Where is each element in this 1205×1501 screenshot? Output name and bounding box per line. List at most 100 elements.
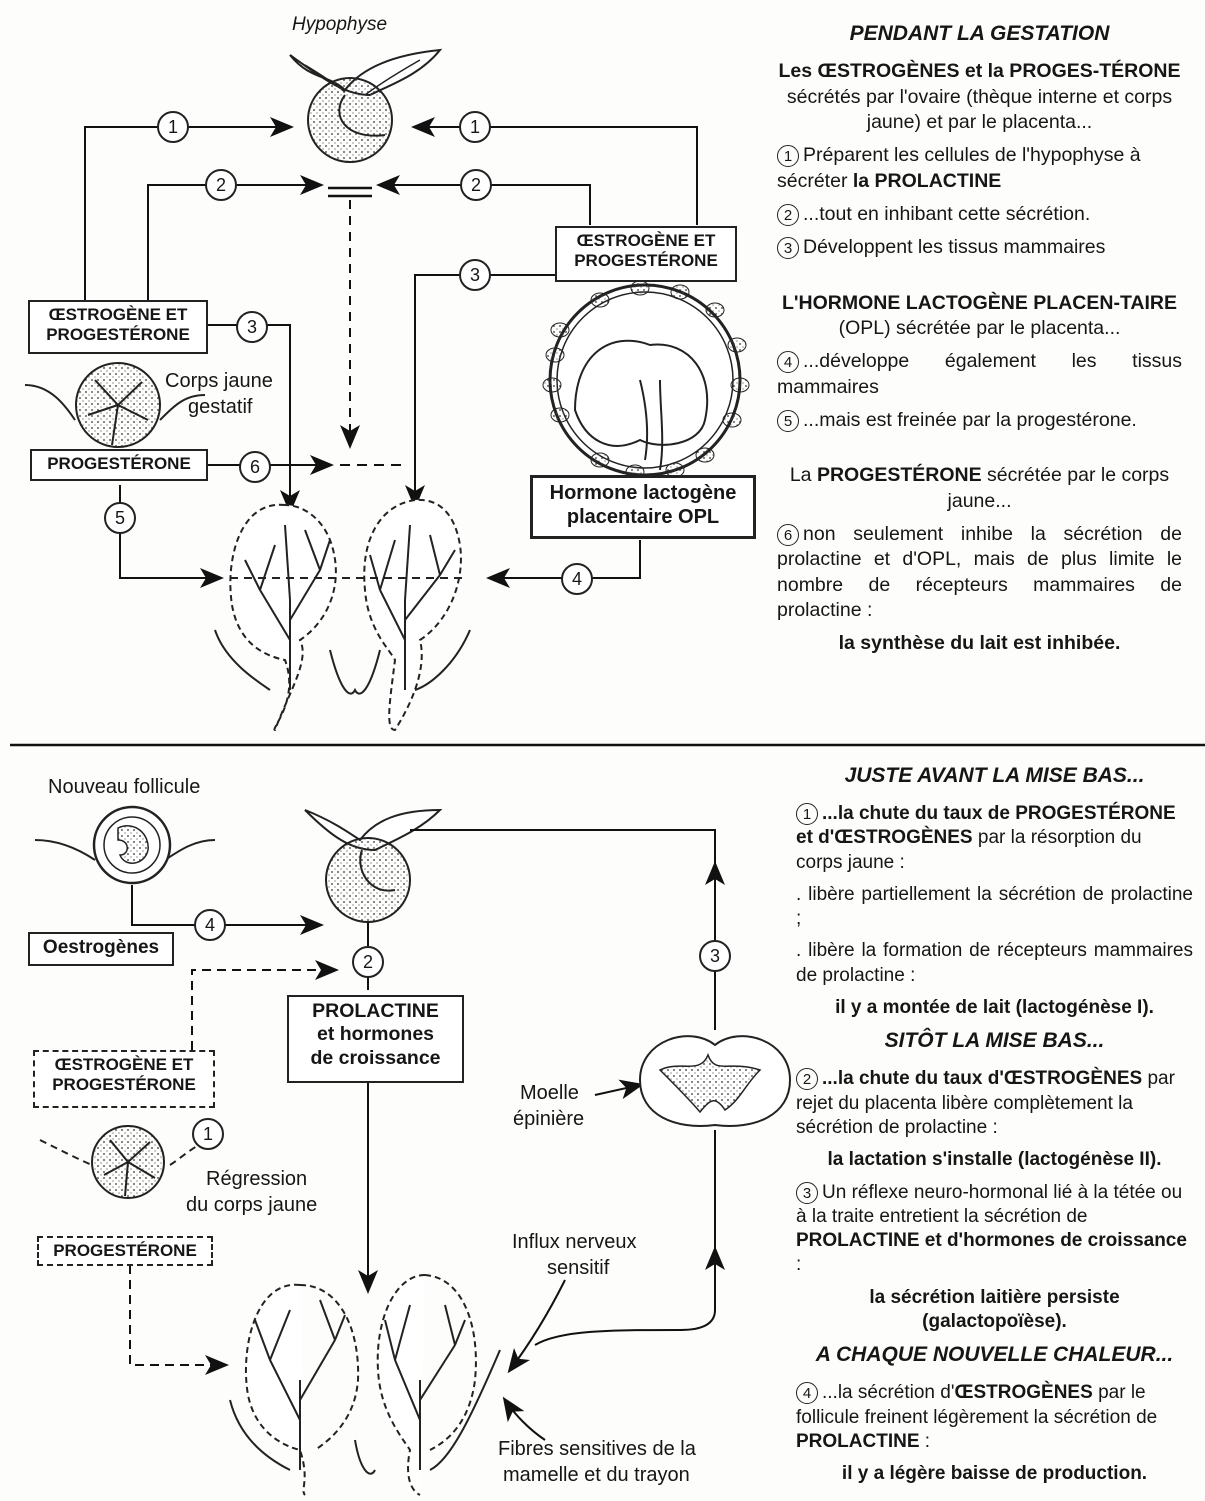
mammary-glands-bottom — [229, 1274, 501, 1496]
para-b4: 2...la chute du taux d'ŒSTROGÈNES par re… — [796, 1067, 1193, 1140]
text: sécrétée par le corps jaune... — [947, 464, 1170, 512]
circle-2-bottom: 2 — [352, 946, 384, 978]
text: : — [919, 1430, 931, 1452]
moelle-label-2: épinière — [513, 1108, 585, 1130]
circle-4-bottom: 4 — [194, 909, 226, 941]
circle-4: 4 — [561, 563, 593, 595]
circle-1-right: 1 — [459, 111, 491, 143]
heading-sitot-mise-bas: SITÔT LA MISE BAS... — [884, 1029, 1105, 1053]
text-bold: ...la chute du taux d'ŒSTROGÈNES — [822, 1068, 1143, 1090]
num-circle: 5 — [777, 410, 799, 433]
regression-corps-jaune — [39, 1125, 211, 1199]
circle-1-left: 1 — [157, 111, 189, 143]
corps-jaune-label-2: gestatif — [188, 396, 253, 418]
nouveau-follicule — [34, 805, 216, 885]
text-bold: la PROLACTINE — [852, 169, 1002, 192]
text: Un réflexe neuro-hormonal lié à la tétée… — [796, 1181, 1183, 1227]
num-circle: 1 — [777, 145, 799, 168]
circle-5: 5 — [104, 502, 136, 534]
oestrogene-progesterone-box-right: ŒSTROGÈNE ET PROGESTÉRONE — [555, 226, 737, 282]
heading-nouvelle-chaleur: A CHAQUE NOUVELLE CHALEUR... — [815, 1343, 1174, 1367]
text-bold: ŒSTROGÈNES — [954, 1382, 1093, 1404]
para-5: 5...mais est freinée par la progestérone… — [777, 408, 1182, 433]
para-b1: 1...la chute du taux de PROGESTÉRONE et … — [796, 802, 1193, 875]
text: par la résorption du corps jaune : — [796, 827, 1142, 873]
para-progesterone: La PROGESTÉRONE sécrétée par le corps ja… — [777, 463, 1182, 514]
circle-3-bottom: 3 — [699, 940, 731, 972]
text: : — [796, 1254, 802, 1276]
text-bold: ...la chute du taux de PROGESTÉRONE et d… — [796, 802, 1176, 849]
num-circle: 1 — [796, 802, 818, 825]
text: par rejet du placenta libère complètemen… — [796, 1068, 1175, 1138]
text: ...développe également les tissus mammai… — [777, 350, 1182, 398]
circle-1-bottom: 1 — [192, 1118, 224, 1150]
num-circle: 6 — [777, 524, 799, 547]
text: non seulement inhibe la sécrétion de pro… — [777, 523, 1182, 622]
para-4: 4...développe également les tissus mamma… — [777, 349, 1182, 400]
text: par le follicule freinent légèrement la … — [796, 1382, 1158, 1428]
hypophyse-bottom — [304, 808, 443, 923]
panel-gestation: PENDANT LA GESTATION Les ŒSTROGÈNES et l… — [777, 20, 1182, 665]
conclusion-top: la synthèse du lait est inhibée. — [838, 632, 1121, 655]
circle-2-right: 2 — [460, 169, 492, 201]
corps-jaune-label-1: Corps jaune — [165, 370, 273, 392]
box-line-3: de croissance — [310, 1046, 441, 1069]
box-line-1: PROLACTINE — [312, 1000, 439, 1022]
hypophyse-top — [289, 48, 443, 163]
text-bold: PROGESTÉRONE — [816, 464, 982, 487]
para-b6: 4...la sécrétion d'ŒSTROGÈNES par le fol… — [796, 1381, 1193, 1454]
text-bold: PROLACTINE — [796, 1430, 920, 1452]
para-b2: . libère partiellement la sécrétion de p… — [796, 883, 1193, 930]
oestrogene-progesterone-box-bottom: ŒSTROGÈNE ET PROGESTÉRONE — [33, 1050, 215, 1108]
para-opl: L'HORMONE LACTOGÈNE PLACEN-TAIRE (OPL) s… — [777, 291, 1182, 342]
nouveau-follicule-label: Nouveau follicule — [48, 776, 201, 798]
para-2: 2...tout en inhibant cette sécrétion. — [777, 202, 1182, 227]
text-bold: L'HORMONE LACTOGÈNE PLACEN-TAIRE — [782, 291, 1177, 314]
box-line-2: PROGESTÉRONE — [52, 1075, 196, 1095]
num-circle: 4 — [777, 351, 799, 374]
text: ...tout en inhibant cette sécrétion. — [803, 203, 1091, 226]
progesterone-box-top: PROGESTÉRONE — [30, 449, 208, 481]
circle-2-left: 2 — [205, 169, 237, 201]
box-line-1: ŒSTROGÈNE ET — [54, 1055, 194, 1074]
text: ...mais est freinée par la progestérone. — [803, 409, 1137, 432]
fibres-label-2: mamelle et du trayon — [503, 1464, 690, 1486]
hypophyse-label: Hypophyse — [292, 14, 388, 35]
text: La — [789, 464, 817, 487]
num-circle: 2 — [777, 204, 799, 227]
text: sécrétés par l'ovaire (thèque interne et… — [786, 85, 1173, 133]
oestrogenes-box: Oestrogènes — [28, 932, 174, 966]
moelle-epiniere — [638, 1035, 792, 1127]
circle-3-right: 3 — [459, 259, 491, 291]
box-line-2: et hormones — [316, 1023, 435, 1046]
opl-box: Hormone lactogène placentaire OPL — [530, 475, 756, 539]
text: (OPL) sécrétée par le placenta... — [838, 317, 1121, 340]
num-circle: 3 — [777, 237, 799, 260]
influx-label-2: sensitif — [547, 1257, 610, 1279]
num-circle: 3 — [796, 1181, 818, 1204]
text: ...la sécrétion d' — [822, 1382, 955, 1404]
box-line-2: PROGESTÉRONE — [574, 251, 718, 271]
regression-label-1: Régression — [206, 1168, 308, 1190]
num-circle: 2 — [796, 1068, 818, 1091]
box-line-2: PROGESTÉRONE — [46, 325, 190, 345]
text: Préparent les cellules de l'hypophyse à … — [777, 144, 1141, 192]
text: Développent les tissus mammaires — [803, 236, 1106, 259]
text-bold: PROLACTINE et d'hormones de croissance — [796, 1230, 1187, 1252]
circle-6: 6 — [239, 451, 271, 483]
panel-mise-bas: JUSTE AVANT LA MISE BAS... 1...la chute … — [796, 763, 1193, 1495]
fibres-label-1: Fibres sensitives de la — [498, 1438, 696, 1460]
box-line-1: Hormone lactogène — [549, 482, 737, 504]
regression-label-2: du corps jaune — [186, 1194, 318, 1216]
conclusion-baisse: il y a légère baisse de production. — [841, 1463, 1148, 1485]
box-line-1: ŒSTROGÈNE ET — [48, 305, 188, 324]
mammary-glands-top — [214, 498, 471, 732]
moelle-label-1: Moelle — [520, 1082, 579, 1104]
box-line-2: placentaire OPL — [566, 506, 720, 528]
